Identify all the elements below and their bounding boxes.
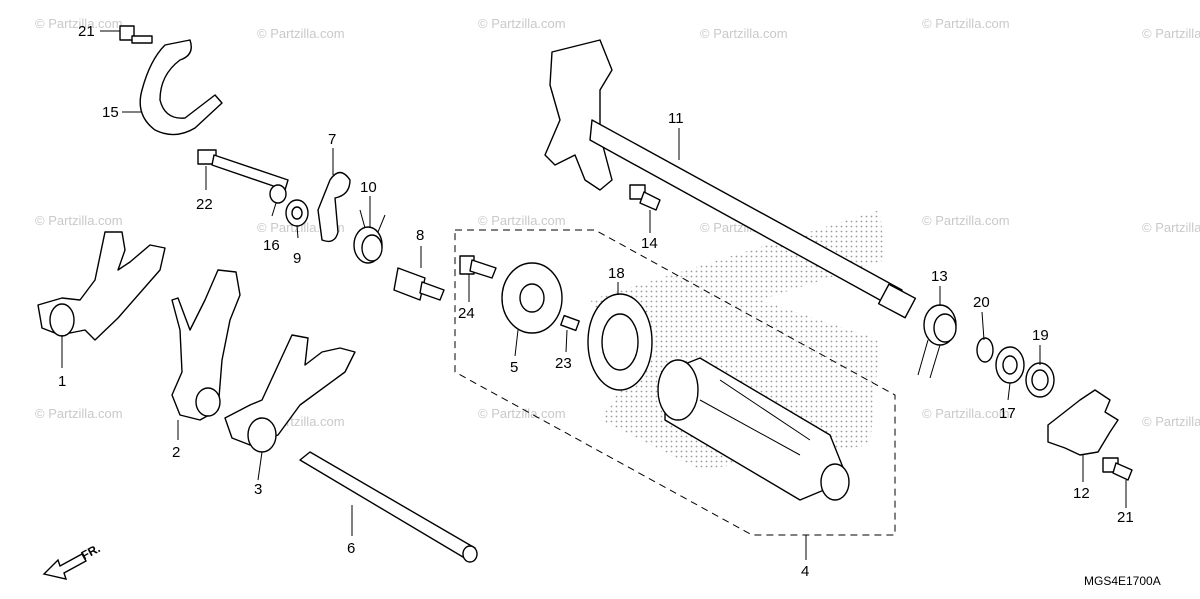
callout-24: 24 (458, 305, 475, 322)
callout-23: 23 (555, 355, 572, 372)
return-spring-13 (917, 304, 957, 379)
watermark: © Partzilla.com (35, 16, 123, 31)
callout-labels: 21 15 22 16 9 7 10 8 1 2 3 6 11 14 24 5 … (58, 23, 1134, 580)
dowel-pin-23 (560, 314, 580, 332)
watermark: © Partzilla.com (478, 16, 566, 31)
circlip-20 (976, 337, 994, 363)
watermark: © Partzilla.com (478, 406, 566, 421)
watermark: © Partzilla.com (1142, 414, 1200, 429)
callout-4: 4 (801, 563, 809, 580)
washer-16 (269, 184, 287, 204)
shift-drum (657, 357, 850, 501)
watermark: © Partzilla.com (1142, 26, 1200, 41)
callout-20: 20 (973, 294, 990, 311)
callout-8: 8 (416, 227, 424, 244)
bolt-24 (459, 255, 497, 279)
watermark: © Partzilla.com (922, 16, 1010, 31)
oil-seal-19 (1025, 362, 1055, 398)
bolt-21-right (1102, 457, 1133, 481)
front-direction-indicator: FR. (42, 541, 102, 580)
callout-15: 15 (102, 104, 119, 121)
callout-17: 17 (999, 405, 1016, 422)
stopper-arm-7 (317, 171, 351, 243)
plate-12 (1047, 389, 1119, 456)
callout-19: 19 (1032, 327, 1049, 344)
watermark: © Partzilla.com (35, 213, 123, 228)
bolt-14 (629, 184, 661, 211)
watermark: © Partzilla.com (478, 213, 566, 228)
pin-8 (393, 267, 445, 301)
washer-17 (995, 346, 1025, 384)
shift-fork-2 (171, 269, 241, 421)
watermark: © Partzilla.com (257, 26, 345, 41)
bearing-18 (587, 293, 653, 391)
callout-1: 1 (58, 373, 66, 390)
shift-fork-3 (224, 334, 356, 446)
callout-14: 14 (641, 235, 658, 252)
callout-18: 18 (608, 265, 625, 282)
diagram-code: MGS4E1700A (1084, 574, 1161, 588)
callout-12: 12 (1073, 485, 1090, 502)
callout-3: 3 (254, 481, 262, 498)
callout-9: 9 (293, 250, 301, 267)
spring-10 (353, 209, 386, 264)
callout-16: 16 (263, 237, 280, 254)
bracket-15 (139, 39, 223, 136)
callout-5: 5 (510, 359, 518, 376)
callout-11: 11 (668, 110, 684, 127)
callout-6: 6 (347, 540, 355, 557)
assembly-outline (454, 229, 896, 536)
watermark: © Partzilla.com (922, 213, 1010, 228)
watermark: © Partzilla.com (1142, 220, 1200, 235)
callout-10: 10 (360, 179, 377, 196)
bolt-21-top (119, 25, 153, 44)
callout-2: 2 (172, 444, 180, 461)
arrow-left-icon (42, 553, 87, 580)
callout-7: 7 (328, 131, 336, 148)
callout-22: 22 (196, 196, 213, 213)
watermark: © Partzilla.com (700, 26, 788, 41)
drum-center-5 (501, 262, 563, 334)
callout-13: 13 (931, 268, 948, 285)
callout-21: 21 (78, 23, 95, 40)
watermark: © Partzilla.com (35, 406, 123, 421)
watermark: © Partzilla.com (922, 406, 1010, 421)
gearshift-spindle-11 (544, 39, 613, 191)
fork-shaft-6 (299, 451, 476, 561)
leader-lines (61, 30, 1127, 560)
callout-21b: 21 (1117, 509, 1134, 526)
bolt-22 (197, 149, 289, 191)
